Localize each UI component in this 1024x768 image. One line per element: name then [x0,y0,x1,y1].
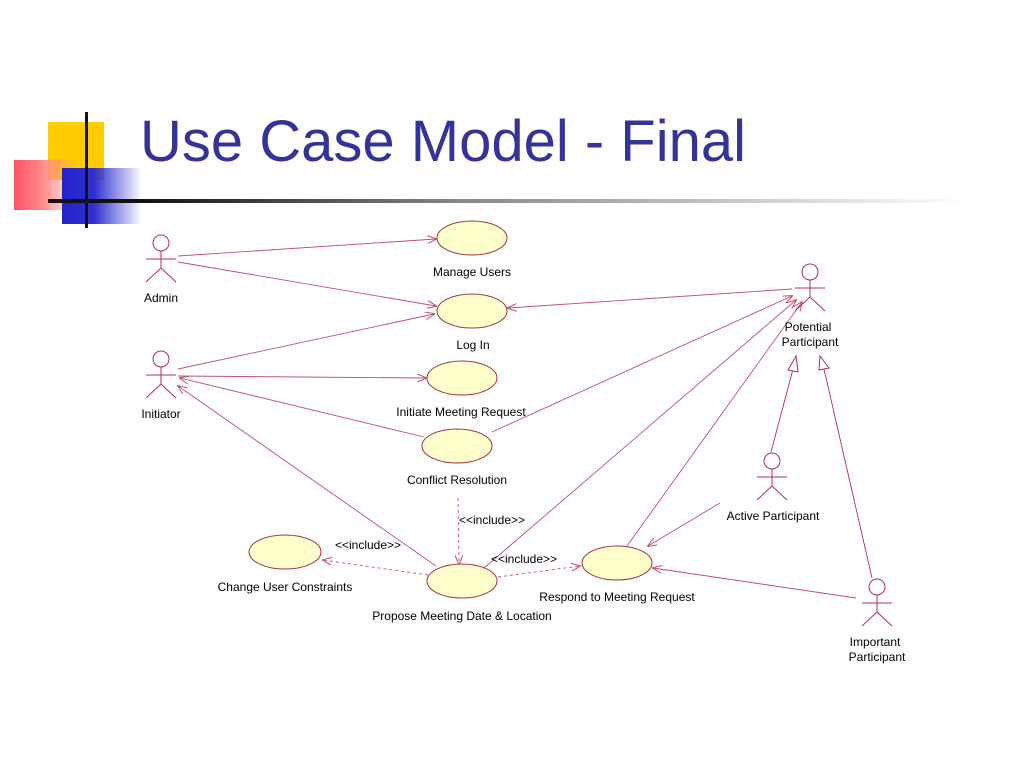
actor-initiator [145,350,177,399]
line-initiator-initiate [177,376,426,378]
slide-title: Use Case Model - Final [140,109,746,174]
line-admin-login [177,261,436,306]
use-case-label-initiate: Initiate Meeting Request [396,405,526,419]
use-case-label-log-in: Log In [456,338,489,352]
decor-blue-square [62,168,142,224]
line-conflict-initiator [180,378,425,438]
include-line-conflict-propose [458,497,459,564]
use-case-respond-to-meeting-request [581,545,653,581]
line-conflict-potential [491,296,792,433]
generalization-important-potential [823,368,873,579]
line-active-respond [648,502,721,546]
association-lines [177,239,857,599]
line-admin-manage-users [177,239,436,257]
use-case-initiate-meeting-request [426,360,498,396]
line-potential-login [508,288,793,308]
generalization-head-active [787,354,799,373]
include-line-propose-respond [497,566,580,578]
use-cases [248,220,653,599]
use-case-conflict-resolution [421,428,493,464]
generalization-lines [770,354,873,579]
include-line-propose-change [323,560,429,576]
generalization-head-important [818,354,830,371]
actor-label-potential-line2: Participant [782,335,839,349]
title-underline [48,199,968,203]
use-case-label-respond: Respond to Meeting Request [539,590,695,604]
actor-important-participant [861,578,893,627]
include-label-propose-change: <<include>> [335,538,401,552]
use-case-log-in [436,293,508,329]
use-case-label-conflict: Conflict Resolution [407,473,507,487]
actor-potential-participant [794,263,826,312]
use-case-label-change-constraints: Change User Constraints [218,580,353,594]
line-propose-initiator [178,386,437,567]
actor-label-important-line2: Participant [849,650,906,664]
use-case-label-propose: Propose Meeting Date & Location [372,609,551,623]
line-important-respond [653,568,857,599]
decor-vertical-line [85,112,88,228]
use-case-label-manage-users: Manage Users [433,265,511,279]
use-case-propose-meeting [426,563,498,599]
actor-admin [145,234,177,283]
actor-label-active: Active Participant [727,509,820,523]
include-lines [323,497,580,578]
actor-label-initiator: Initiator [141,407,180,421]
line-propose-potential [483,300,796,569]
line-respond-potential [626,302,802,547]
include-label-conflict-propose: <<include>> [459,513,525,527]
generalization-active-potential [770,368,794,453]
actor-active-participant [756,452,788,501]
include-label-propose-respond: <<include>> [491,552,557,566]
actor-label-potential-line1: Potential [785,320,832,334]
actor-label-important-line1: Important [850,635,901,649]
use-case-manage-users [436,220,508,256]
actor-label-admin: Admin [144,291,178,305]
line-initiator-login [177,314,434,370]
use-case-change-user-constraints [248,534,322,570]
